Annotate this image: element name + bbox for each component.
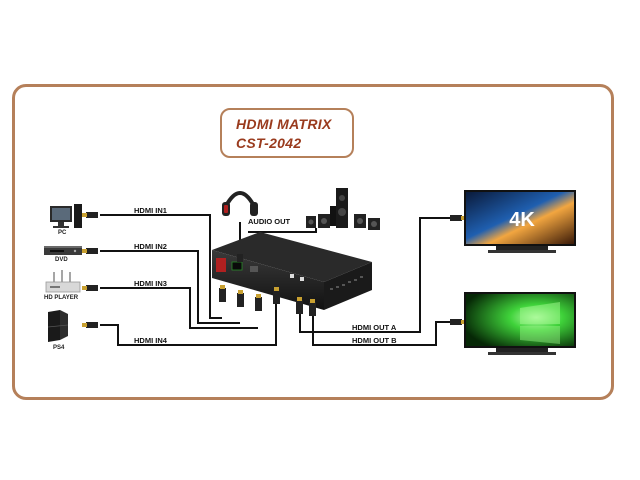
title-line-2: CST-2042 <box>236 135 302 151</box>
label-device-pc: PC <box>58 230 67 236</box>
label-hdmi-in1: HDMI IN1 <box>134 206 167 215</box>
label-audio-out: AUDIO OUT <box>248 217 291 226</box>
cable-in3 <box>100 287 258 329</box>
label-hdmi-in2: HDMI IN2 <box>134 242 167 251</box>
cable-audio-speaker <box>248 228 317 233</box>
cable-in2 <box>100 250 240 324</box>
cable-out-b <box>312 312 452 346</box>
label-device-ps4: PS4 <box>53 345 65 351</box>
pc-icon <box>50 204 82 228</box>
source-plugs <box>82 212 98 328</box>
label-device-dvd: DVD <box>55 257 68 263</box>
headphones-icon <box>222 191 258 216</box>
label-hdmi-out-a: HDMI OUT A <box>352 323 397 332</box>
label-hdmi-in3: HDMI IN3 <box>134 279 167 288</box>
output-cables <box>299 217 452 346</box>
label-device-hd-player: HD PLAYER <box>44 295 79 301</box>
matrix-output-plugs <box>296 297 316 316</box>
hdmi-matrix-device <box>212 232 372 310</box>
title-line-1: HDMI MATRIX <box>236 116 332 132</box>
cable-out-a <box>299 217 452 333</box>
hd-player-icon <box>45 270 81 293</box>
display-plugs <box>450 215 466 325</box>
cable-in4 <box>100 296 277 346</box>
display-a-screen-text: 4K <box>509 209 535 231</box>
label-hdmi-in4: HDMI IN4 <box>134 336 167 345</box>
speaker-system-icon <box>306 188 380 230</box>
dvd-player-icon <box>44 246 82 255</box>
input-cables <box>100 214 317 346</box>
display-a: 4K <box>464 190 576 253</box>
display-b <box>464 292 576 355</box>
title-box: HDMI MATRIX CST-2042 <box>220 108 354 158</box>
cable-in1 <box>100 214 222 319</box>
label-hdmi-out-b: HDMI OUT B <box>352 336 397 345</box>
matrix-input-plugs <box>219 254 280 311</box>
ps4-icon <box>47 310 69 342</box>
